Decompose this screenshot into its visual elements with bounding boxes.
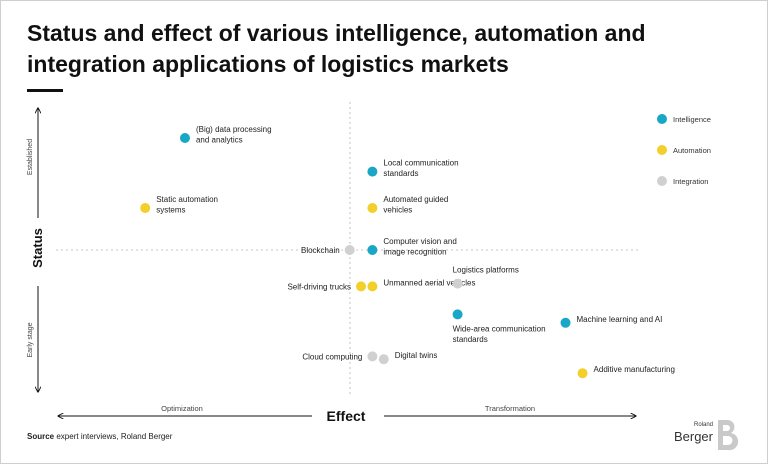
logo-roland-text: Roland: [693, 422, 713, 428]
point-wide-area-communication-standards: [452, 309, 463, 320]
legend-label-integration: Integration: [673, 177, 708, 186]
source-label: Source: [27, 432, 55, 441]
label-static-automation-systems-line-2: systems: [156, 206, 185, 215]
point-automated-guided-vehicles: [367, 203, 378, 213]
y-axis-bottom-label: Early stage: [27, 322, 34, 357]
label-additive-manufacturing: Additive manufacturing: [594, 365, 675, 374]
x-axis-right-label: Transformation: [485, 404, 535, 413]
point-digital-twins: [378, 354, 389, 365]
point-additive-manufacturing: [577, 368, 588, 379]
label-cloud-computing: Cloud computing: [302, 352, 362, 361]
point-computer-vision-and-image-recognition: [367, 245, 378, 255]
point-blockchain: [344, 245, 355, 255]
label-machine-learning-and-ai: Machine learning and AI: [577, 315, 663, 324]
roland-berger-logo: Roland Berger: [670, 418, 742, 452]
label-logistics-platforms: Logistics platforms: [453, 266, 519, 275]
label-automated-guided-vehicles-line-2: vehicles: [383, 206, 412, 215]
y-axis-title: Status: [30, 228, 45, 268]
y-axis-top-label: Established: [27, 139, 34, 175]
label-computer-vision-and-image-recognition-line-1: Computer vision and: [383, 237, 456, 246]
x-axis-title: Effect: [327, 408, 366, 424]
label-big-data-processing-and-analytics-line-1: (Big) data processing: [196, 125, 272, 134]
source-text: expert interviews, Roland Berger: [56, 432, 173, 441]
label-blockchain: Blockchain: [301, 246, 340, 255]
title-rule: [27, 89, 63, 92]
legend-label-intelligence: Intelligence: [673, 115, 711, 124]
label-unmanned-aerial-vehicles: Unmanned aerial vehicles: [383, 278, 475, 287]
point-big-data-processing-and-analytics: [179, 133, 190, 143]
label-self-driving-trucks: Self-driving trucks: [287, 282, 351, 291]
point-self-driving-trucks: [356, 281, 367, 292]
label-local-communication-standards-line-1: Local communication: [383, 159, 458, 168]
label-static-automation-systems-line-1: Static automation: [156, 195, 218, 204]
point-static-automation-systems: [140, 203, 151, 213]
chart-title: Status and effect of various intelligenc…: [27, 20, 646, 77]
label-automated-guided-vehicles-line-1: Automated guided: [383, 195, 448, 204]
logo-b-mark: [718, 420, 739, 451]
source-note: Source expert interviews, Roland Berger: [27, 432, 172, 441]
label-big-data-processing-and-analytics-line-2: and analytics: [196, 136, 243, 145]
label-local-communication-standards-line-2: standards: [383, 169, 418, 178]
legend-label-automation: Automation: [673, 146, 711, 155]
legend-marker-automation: [657, 145, 667, 155]
logo-berger-text: Berger: [673, 429, 713, 444]
label-wide-area-communication-standards-line-1: Wide-area communication: [453, 324, 546, 333]
point-logistics-platforms: [452, 278, 463, 289]
label-wide-area-communication-standards-line-2: standards: [453, 335, 488, 344]
point-machine-learning-and-ai: [560, 317, 571, 328]
label-computer-vision-and-image-recognition-line-2: image recognition: [383, 248, 446, 257]
point-unmanned-aerial-vehicles: [367, 281, 378, 292]
legend-marker-intelligence: [657, 114, 667, 124]
x-axis-left-label: Optimization: [161, 404, 203, 413]
label-digital-twins: Digital twins: [395, 351, 438, 360]
point-cloud-computing: [367, 351, 378, 362]
legend-marker-integration: [657, 176, 667, 186]
point-local-communication-standards: [367, 166, 378, 177]
